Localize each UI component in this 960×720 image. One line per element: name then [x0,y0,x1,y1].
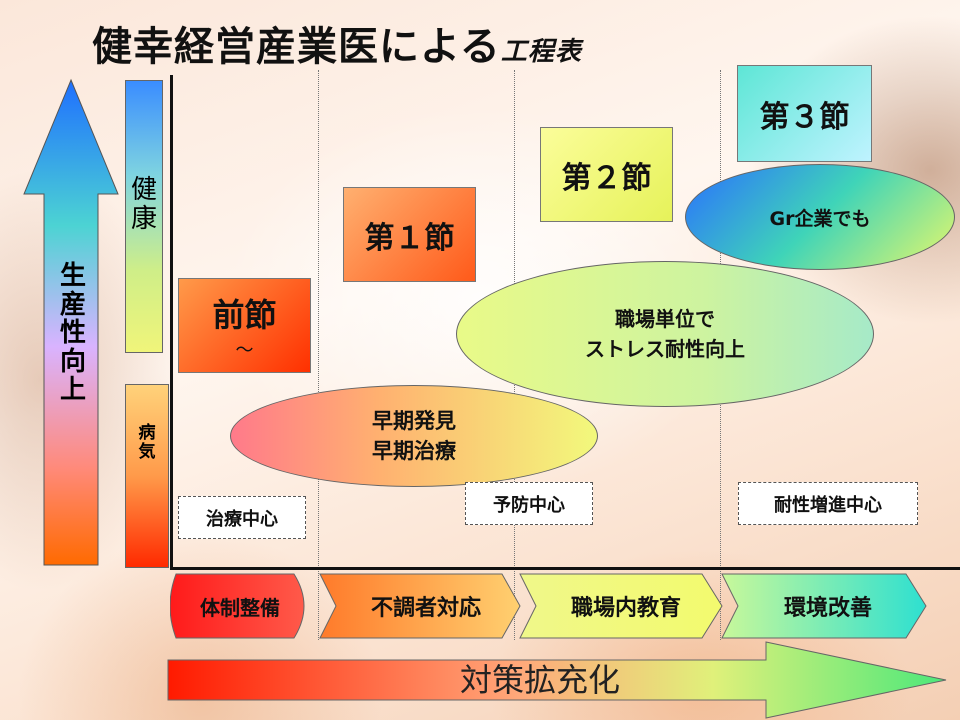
guide-line-1 [318,70,319,640]
workplace-ellipse: 職場単位で ストレス耐性向上 [456,261,874,407]
expansion-arrow-label: 対策拡充化 [459,661,620,699]
workplace-ellipse-line2: ストレス耐性向上 [585,337,745,361]
productivity-label: 生 産 性 向 上 [59,261,86,406]
step-3-shape [519,573,723,639]
step-chevrons [170,573,927,639]
tag-prevention: 予防中心 [465,482,593,525]
stage-pre-note: ～ [235,339,254,361]
group-ellipse: Gr企業でも [685,164,955,270]
health-bar [125,80,163,353]
group-ellipse-text: Gr企業でも [769,207,871,230]
stage-1-box: 第１節 [343,187,476,282]
step-4-label: 環境改善 [783,596,872,621]
stage-2-label: 第２節 [561,160,652,196]
y-axis-line [170,75,173,570]
step-1-label: 体制整備 [200,595,280,620]
tag-treatment: 治療中心 [178,496,306,539]
early-ellipse-line1: 早期発見 [372,408,456,433]
stage-pre-box: 前節 ～ [178,278,311,373]
step-3-label: 職場内教育 [570,596,681,621]
stage-pre-label: 前節 [212,295,277,334]
stage-3-label: 第３節 [759,99,850,135]
workplace-ellipse-line1: 職場単位で [615,307,715,331]
tag-resilience: 耐性増進中心 [738,482,918,525]
stage-1-label: 第１節 [364,220,455,256]
stage-2-box: 第２節 [540,127,673,222]
title-main: 健幸経営産業医による [92,24,501,70]
stage-3-box: 第３節 [737,65,872,162]
expansion-arrow [167,641,947,719]
step-4-shape [721,573,927,639]
step-2-shape [319,573,521,639]
step-2-label: 不調者対応 [370,596,481,621]
productivity-arrow [23,78,119,566]
x-axis-line [170,567,960,570]
step-1-shape [170,573,305,639]
illness-label: 病 気 [138,423,156,462]
page-title: 健幸経営産業医による工程表 [92,14,582,72]
title-sub: 工程表 [500,37,582,67]
early-ellipse: 早期発見 早期治療 [230,385,598,487]
early-ellipse-line2: 早期治療 [372,439,456,463]
illness-bar [125,384,169,568]
health-label: 健 康 [130,175,157,234]
